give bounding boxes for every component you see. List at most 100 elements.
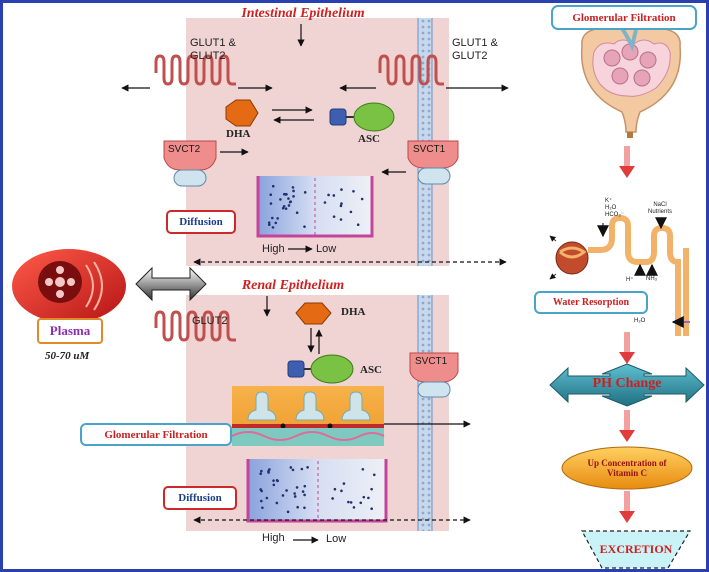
particle: [303, 506, 306, 510]
particle: [349, 210, 353, 214]
particle: [303, 493, 306, 497]
ph-change-label: PH Change: [592, 376, 662, 391]
down-arrow-4: [619, 491, 635, 523]
svct1-transporter-top: [407, 140, 459, 185]
particle: [349, 501, 353, 504]
dha-molecule-bottom: [295, 302, 332, 325]
svct1-label-bottom: SVCT1: [415, 356, 448, 367]
asc-molecule-top: [353, 102, 395, 132]
diffusion-particles-bottom: [259, 466, 376, 514]
nephron-tubule-illustration: [549, 214, 690, 336]
svct2-transporter: [163, 140, 217, 187]
particle: [333, 487, 337, 491]
diffusion-label-top: Diffusion: [166, 210, 236, 234]
down-arrow-1: [619, 146, 635, 178]
double-arrow-plasma: [135, 266, 207, 302]
particle: [272, 483, 276, 487]
particle: [306, 466, 309, 469]
plasma-concentration: 50-70 uM: [45, 350, 90, 362]
ion-hco3: HCO₃⁻: [605, 212, 624, 218]
particle: [284, 207, 288, 210]
particle: [271, 226, 275, 229]
particle: [276, 217, 279, 220]
particle: [285, 489, 288, 492]
glut-transporter-right: [378, 54, 444, 86]
dha-label-top: DHA: [226, 128, 251, 140]
ion-nacl: NaCl: [653, 202, 667, 208]
particle: [352, 506, 356, 509]
asc-label-top: ASC: [358, 133, 381, 145]
particle: [367, 496, 370, 500]
asc-label-bottom: ASC: [360, 364, 383, 376]
particle: [291, 468, 295, 472]
ion-labels-left: K⁺ H₂O HCO₃⁻: [605, 198, 624, 219]
particle: [287, 197, 290, 200]
up-concentration-shape: [561, 446, 693, 490]
glomerular-filtration-label-top: Glomerular Filtration: [551, 5, 697, 30]
particle: [260, 469, 263, 473]
particle: [301, 490, 305, 493]
asc-blue-part-bottom: [287, 360, 305, 378]
particle: [275, 479, 279, 482]
renal-membrane: [418, 295, 432, 531]
particle: [283, 193, 287, 196]
glut-label-left: GLUT1 & GLUT2: [190, 37, 236, 63]
particle: [362, 495, 366, 499]
particle: [286, 510, 290, 514]
particle: [303, 191, 307, 194]
ph-change-shape: [549, 363, 705, 407]
renal-epithelium-title: Renal Epithelium: [241, 278, 345, 293]
particle: [287, 204, 291, 207]
particle: [267, 221, 271, 224]
particle: [272, 479, 275, 482]
down-arrow-2: [619, 332, 635, 364]
svct1-transporter-bottom: [409, 352, 459, 398]
glut-label-left-line-2: GLUT2: [190, 50, 226, 62]
particle: [267, 471, 270, 474]
particle: [265, 496, 269, 500]
particle: [270, 216, 274, 220]
particle: [292, 189, 295, 193]
particle: [260, 489, 263, 493]
particle: [275, 501, 279, 505]
gradient-high-bottom: High: [262, 532, 285, 544]
particle: [279, 198, 282, 201]
intestinal-epithelium-title: Intestinal Epithelium: [241, 6, 365, 21]
gradient-low-top: Low: [316, 243, 337, 255]
particle: [352, 189, 355, 193]
particle: [332, 215, 336, 218]
ion-h2o-top: H₂O: [605, 205, 617, 211]
particle: [342, 482, 346, 485]
particle: [332, 194, 336, 197]
glut2-transporter-bottom: [154, 310, 236, 342]
dha-molecule-top: [225, 99, 259, 127]
particle: [340, 188, 343, 191]
particle: [291, 186, 295, 189]
particle: [281, 494, 285, 497]
gradient-low-bottom: Low: [326, 533, 347, 545]
diffusion-label-bottom: Diffusion: [163, 486, 237, 510]
water-resorption-label: Water Resorption: [534, 291, 648, 314]
dha-label-bottom: DHA: [341, 306, 366, 318]
particle: [269, 202, 273, 205]
particle: [281, 206, 285, 210]
particle: [300, 467, 304, 471]
particle: [289, 200, 293, 203]
gradient-high-top: High: [262, 243, 285, 255]
particle: [370, 507, 373, 511]
particle: [295, 211, 299, 215]
particle: [331, 497, 334, 500]
particle: [296, 505, 299, 509]
ion-h-plus: H⁺: [626, 277, 634, 283]
particle: [261, 506, 264, 510]
glut-label-left-line-1: GLUT1 &: [190, 37, 236, 49]
glut-label-right: GLUT1 & GLUT2: [452, 37, 498, 63]
diffusion-particles-top: [267, 184, 364, 229]
particle: [303, 484, 307, 488]
particle: [289, 466, 293, 469]
excretion-label: EXCRETION: [599, 542, 673, 556]
particle: [295, 486, 299, 489]
ion-nh3: NH₃: [646, 276, 658, 282]
